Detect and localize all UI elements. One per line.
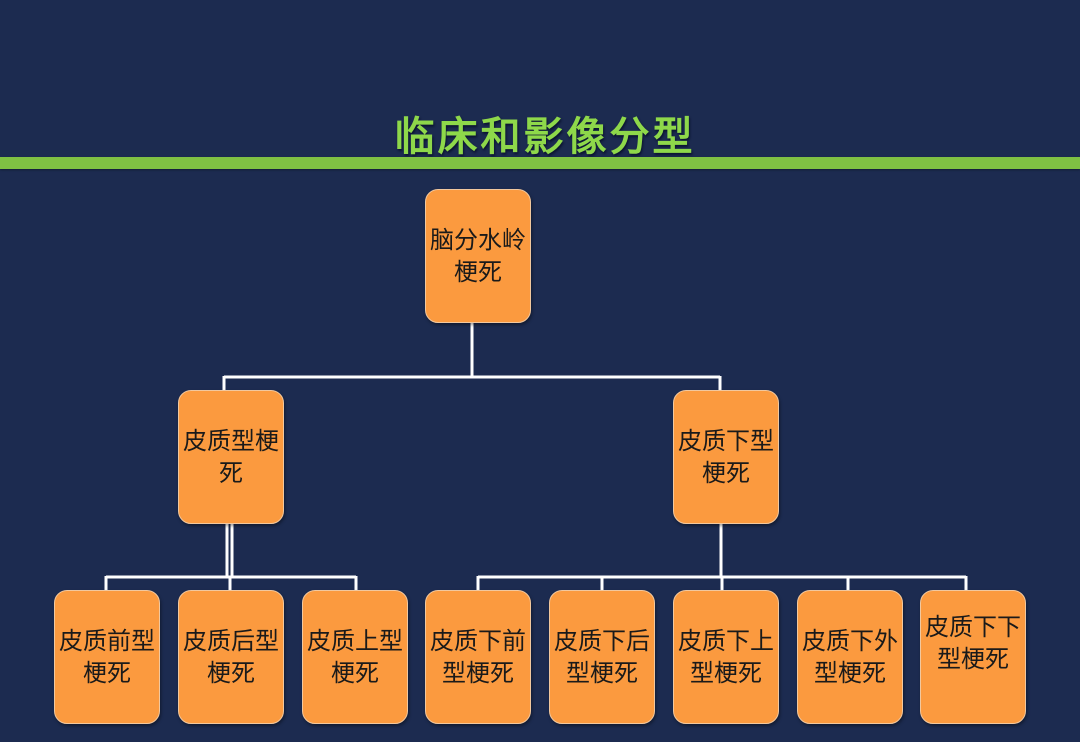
node-subcortical-label: 皮质下型梗死	[678, 427, 774, 487]
node-cortical-superior: 皮质上型梗死	[302, 590, 408, 724]
node-cortical-label: 皮质型梗死	[183, 427, 279, 487]
node-cortical-anterior: 皮质前型梗死	[54, 590, 160, 724]
node-subcortical-superior: 皮质下上型梗死	[673, 590, 779, 724]
node-subcortical-anterior: 皮质下前型梗死	[425, 590, 531, 724]
node-label: 皮质下前型梗死	[430, 627, 526, 687]
node-cortical-posterior: 皮质后型梗死	[178, 590, 284, 724]
node-root-label: 脑分水岭梗死	[430, 226, 526, 286]
node-label: 皮质下上型梗死	[678, 627, 774, 687]
title-underline	[0, 157, 1080, 169]
node-label: 皮质下后型梗死	[554, 627, 650, 687]
node-subcortical: 皮质下型梗死	[673, 390, 779, 524]
node-subcortical-inferior: 皮质下下型梗死	[920, 590, 1026, 724]
node-cortical: 皮质型梗死	[178, 390, 284, 524]
node-root: 脑分水岭梗死	[425, 189, 531, 323]
node-label: 皮质前型梗死	[59, 627, 155, 687]
node-label: 皮质下外型梗死	[802, 627, 898, 687]
node-subcortical-lateral: 皮质下外型梗死	[797, 590, 903, 724]
node-label: 皮质后型梗死	[183, 627, 279, 687]
node-label: 皮质上型梗死	[307, 627, 403, 687]
slide-title: 临床和影像分型	[394, 114, 696, 160]
node-label: 皮质下下型梗死	[925, 613, 1021, 673]
node-subcortical-posterior: 皮质下后型梗死	[549, 590, 655, 724]
